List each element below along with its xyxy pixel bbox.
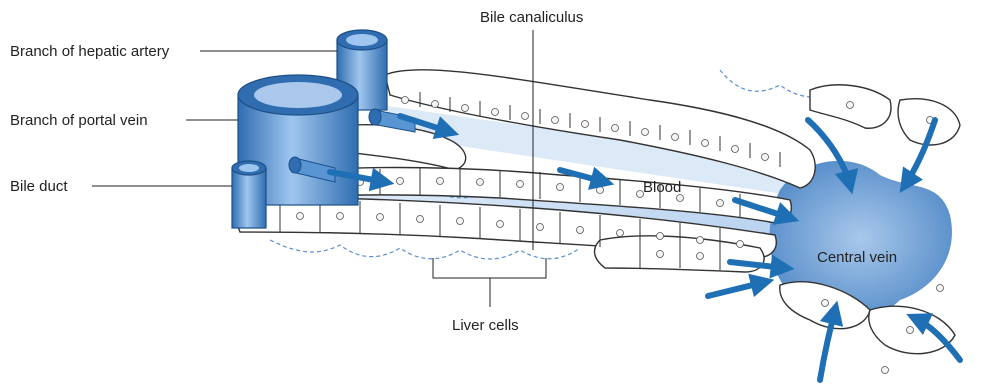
label-bile-duct: Bile duct [10,178,68,195]
label-bile-canaliculus: Bile canaliculus [480,9,583,26]
label-portal-vein: Branch of portal vein [10,112,148,129]
label-blood: Blood [643,179,681,196]
bile-duct [232,161,266,228]
flow-arrow [708,282,765,296]
label-liver-cells: Liver cells [452,317,519,334]
label-hepatic-artery: Branch of hepatic artery [10,43,170,60]
label-central-vein: Central vein [817,249,897,266]
